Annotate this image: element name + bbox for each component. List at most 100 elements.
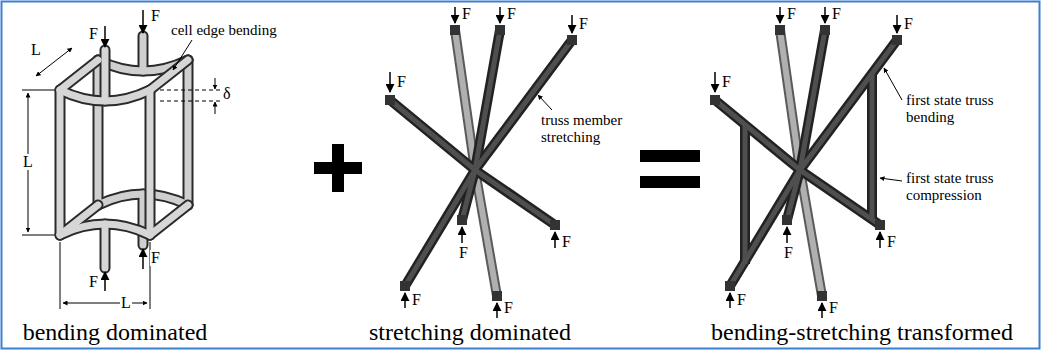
end-cap <box>492 291 502 301</box>
equals-sign <box>640 150 700 188</box>
cell-edge <box>102 224 109 268</box>
end-cap <box>820 25 830 35</box>
force-arrow <box>104 26 106 47</box>
truss-member <box>390 30 572 286</box>
truss-member-outline <box>390 30 572 286</box>
truss-member <box>455 30 475 170</box>
cell-edge-outline <box>150 205 188 235</box>
force-arrow <box>896 15 898 33</box>
force-arrow <box>884 68 902 100</box>
force-arrow <box>105 10 143 291</box>
truss-member <box>730 170 800 286</box>
annotation: first state truss compression <box>905 170 1035 203</box>
dimension-line <box>160 90 222 91</box>
end-cap <box>385 95 395 105</box>
dimension-line <box>215 102 216 114</box>
force-label: F <box>721 74 732 90</box>
cell-edge <box>150 205 188 235</box>
truss-member-outline <box>455 30 475 170</box>
plus-sign <box>332 144 344 192</box>
truss-member <box>715 100 800 170</box>
cell-edge <box>102 50 109 101</box>
force-arrow <box>390 7 572 318</box>
force-label: F <box>578 16 589 32</box>
dimension-line <box>63 303 147 304</box>
cell-edge <box>140 36 147 71</box>
end-cap <box>450 25 460 35</box>
truss-member <box>405 170 475 286</box>
cell-edge <box>60 60 98 90</box>
force-arrow <box>461 227 463 243</box>
annotation: truss member stretching <box>540 112 634 145</box>
force-arrow <box>824 7 826 23</box>
dimension-line <box>173 40 192 70</box>
force-arrow <box>554 232 556 248</box>
force-label: F <box>828 300 839 316</box>
force-label: F <box>783 245 794 261</box>
force-label: F <box>786 6 797 22</box>
force-arrow <box>142 249 144 269</box>
cell-edge <box>147 90 154 235</box>
plus-sign <box>314 144 362 192</box>
truss-member <box>870 74 875 219</box>
force-label: F <box>886 234 897 250</box>
dimension-label: L <box>22 154 34 170</box>
force-label: F <box>411 292 422 308</box>
dimension-line <box>22 90 54 91</box>
force-label: F <box>396 74 407 90</box>
caption: bending-stretching transformed <box>710 320 1014 344</box>
dimension-line <box>22 235 54 236</box>
end-cap <box>817 291 827 301</box>
force-arrow <box>779 7 781 23</box>
force-arrow <box>454 7 456 23</box>
equals-sign <box>640 150 700 162</box>
end-cap <box>385 25 577 301</box>
force-arrow <box>104 272 106 291</box>
truss-member-outline <box>867 74 877 219</box>
cell-edge-outline <box>150 60 188 90</box>
truss-member <box>743 125 748 264</box>
truss-member-outline <box>740 125 750 264</box>
truss-member <box>475 40 572 170</box>
cell-edge-outline <box>55 90 66 235</box>
cell-edge-outline <box>60 60 98 90</box>
force-label: F <box>88 26 99 42</box>
force-label: F <box>150 8 161 24</box>
truss-member-outline <box>800 40 897 170</box>
end-cap <box>892 35 902 45</box>
truss-member-outline <box>475 170 555 225</box>
force-arrow <box>571 15 573 33</box>
truss-member-outline <box>475 40 572 170</box>
force-label: F <box>831 6 842 22</box>
force-arrow <box>715 7 902 318</box>
truss-member <box>475 170 555 225</box>
end-cap <box>710 95 720 105</box>
force-arrow <box>389 72 391 92</box>
truss-member <box>715 30 897 286</box>
force-label: F <box>461 6 472 22</box>
cell-edge <box>57 90 64 235</box>
force-label: F <box>150 250 161 266</box>
truss-member-outline <box>730 170 800 286</box>
truss-member <box>800 30 825 170</box>
dimension-line <box>60 242 61 309</box>
force-arrow <box>879 232 881 248</box>
truss-member-outline <box>800 170 880 225</box>
dimension-line <box>160 101 222 102</box>
cell-edge <box>98 194 188 205</box>
cell-edge <box>150 60 188 90</box>
force-arrow <box>729 293 731 308</box>
dimension-line <box>22 40 222 309</box>
end-cap <box>400 281 410 291</box>
force-label: F <box>88 274 99 290</box>
truss-member-outline <box>405 170 475 286</box>
cell-edge-outline <box>100 224 111 268</box>
cell-edge <box>185 60 192 205</box>
force-label: F <box>458 245 469 261</box>
annotation: first state truss bending <box>905 92 1035 125</box>
annotation: cell edge bending <box>170 22 278 39</box>
cell-edge-outline <box>60 50 188 268</box>
cell-edge-outline <box>100 50 111 101</box>
